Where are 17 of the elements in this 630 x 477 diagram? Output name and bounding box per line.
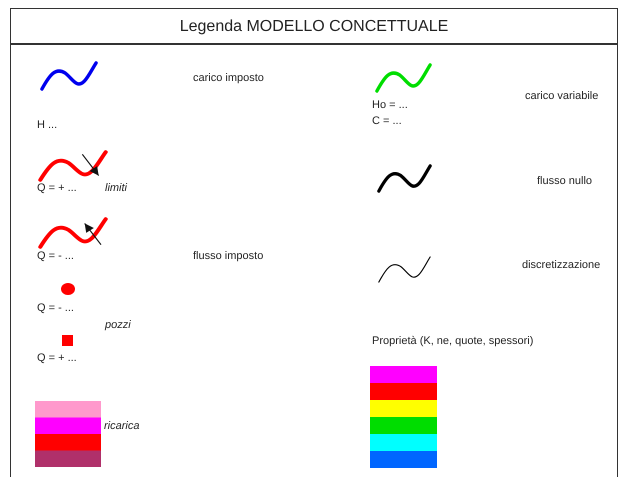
formula-label: Q = - ... <box>37 250 74 263</box>
legend-label: carico imposto <box>193 72 264 85</box>
formula-label: Q = - ... <box>37 302 74 315</box>
diagram-title: Legenda MODELLO CONCETTUALE <box>178 17 450 37</box>
legend-label: discretizzazione <box>522 259 600 272</box>
formula-label: Q = + ... <box>37 352 77 365</box>
legend-label: flusso imposto <box>193 250 264 263</box>
legend-label: flusso nullo <box>537 175 592 188</box>
legend-label: ricarica <box>104 420 140 433</box>
formula-label: H ... <box>37 119 58 132</box>
formula-label: Q = + ... <box>37 182 77 195</box>
legend-label: carico variabile <box>525 90 598 103</box>
formula-label: C = ... <box>372 115 402 128</box>
legend-label: Proprietà (K, ne, quote, spessori) <box>372 335 534 348</box>
formula-label: Ho = ... <box>372 99 408 112</box>
legend-label: pozzi <box>105 319 131 332</box>
legend-label: limiti <box>105 182 127 195</box>
